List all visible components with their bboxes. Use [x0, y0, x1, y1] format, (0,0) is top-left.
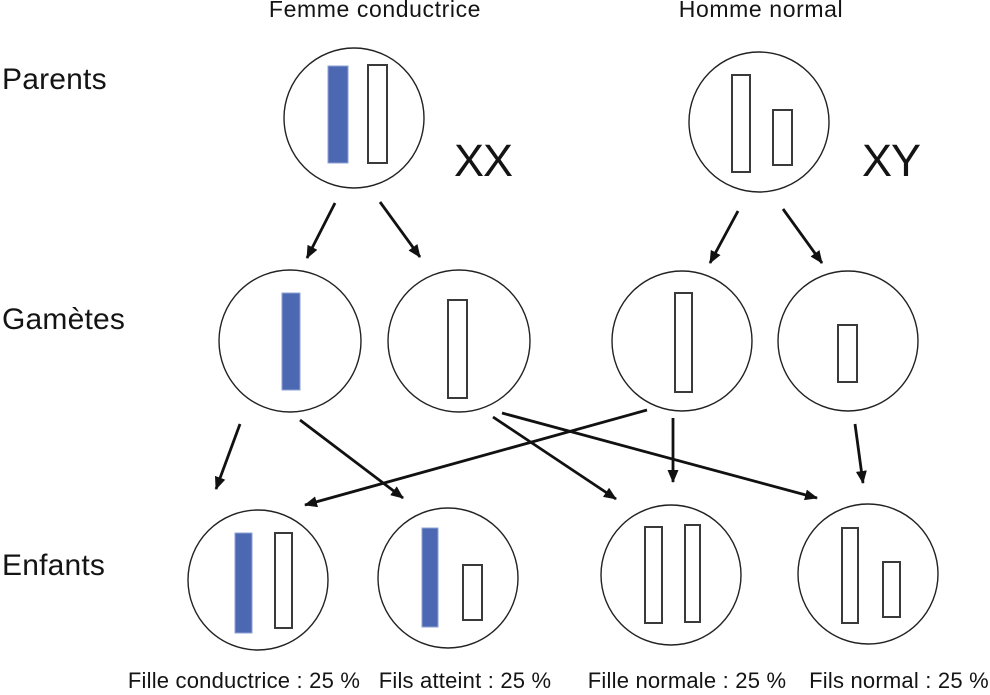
chromosome-y-normal — [462, 564, 483, 621]
chromosome-x-normal — [644, 526, 663, 624]
chromosome-x-carrier — [327, 65, 349, 164]
cell-child-normal-daughter — [600, 504, 742, 646]
chromosome-x-normal — [841, 527, 859, 624]
arrow-mother-to-gamete2 — [378, 201, 422, 258]
chromosome-x-normal — [674, 292, 693, 393]
chromosome-x-normal — [731, 74, 751, 173]
karyotype-xx-label: XX — [453, 135, 513, 186]
cell-father — [688, 51, 830, 193]
cell-child-affected-son — [377, 507, 519, 649]
arrow-gamete2-to-child4 — [501, 411, 818, 501]
chromosome-y-normal — [837, 324, 858, 383]
karyotype-xy-label: XY — [861, 135, 921, 186]
chromosome-x-carrier — [421, 527, 439, 628]
arrow-gamete3-to-child1 — [304, 408, 648, 508]
chromosome-x-normal — [447, 299, 468, 399]
arrow-father-to-gamete4 — [781, 208, 824, 264]
row-label-children: Enfants — [2, 549, 106, 582]
column-title-normal-man: Homme normal — [678, 0, 844, 22]
child-label-normal-daughter: Fille normale : 25 % — [587, 668, 787, 693]
arrow-gamete1-to-child1 — [214, 423, 242, 490]
chromosome-x-carrier — [234, 532, 253, 634]
arrow-gamete2-to-child3 — [492, 415, 617, 501]
cell-mother — [283, 47, 425, 189]
chromosome-y-normal — [772, 109, 793, 166]
row-label-gametes: Gamètes — [2, 303, 126, 336]
chromosome-x-normal — [274, 532, 293, 629]
arrow-mother-to-gamete1 — [305, 202, 337, 259]
chromosome-x-carrier — [281, 292, 301, 391]
chromosome-y-normal — [882, 561, 901, 618]
child-label-carrier-daughter: Fille conductrice : 25 % — [127, 668, 361, 693]
cell-child-normal-son — [797, 503, 939, 645]
arrow-father-to-gamete3 — [708, 210, 740, 264]
arrow-gamete1-to-child2 — [299, 418, 404, 500]
child-label-normal-son: Fils normal : 25 % — [809, 668, 989, 693]
column-title-carrier-woman: Femme conductrice — [268, 0, 482, 22]
child-label-affected-son: Fils atteint : 25 % — [378, 668, 552, 693]
chromosome-x-normal — [684, 524, 701, 623]
cell-child-carrier-daughter — [187, 509, 329, 651]
arrow-gamete4-to-child4 — [853, 423, 867, 484]
row-label-parents: Parents — [2, 63, 107, 96]
chromosome-x-normal — [367, 64, 388, 164]
